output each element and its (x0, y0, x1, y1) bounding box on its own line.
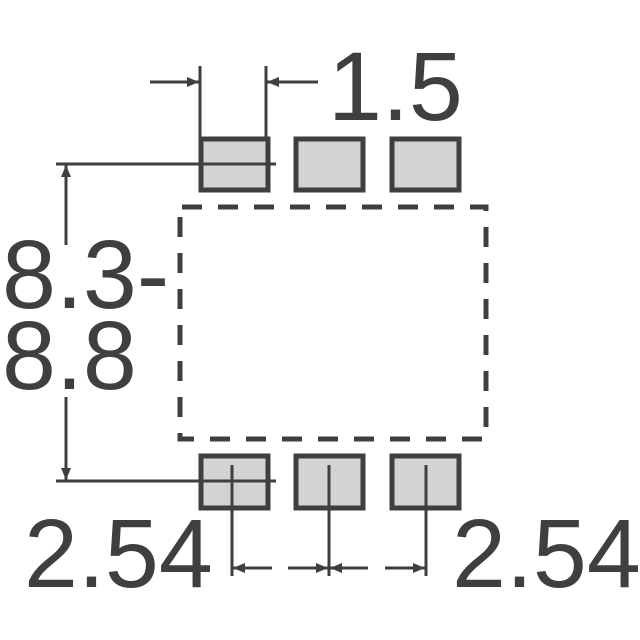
pitch-label-right: 2.54 (452, 499, 640, 608)
package-body-outline (177, 204, 489, 442)
pad-width-dimension (150, 66, 318, 137)
pad-3 (389, 136, 462, 193)
pitch-label-left: 2.54 (24, 499, 213, 608)
top-pad-row (198, 136, 462, 193)
row-span-label-line2: 8.8 (2, 301, 137, 410)
pitch-dimension (230, 465, 428, 576)
row-span-dimension (56, 162, 276, 483)
pad-2 (293, 136, 366, 193)
row-span-label-line1: 8.3- (2, 220, 169, 329)
pad-width-label: 1.5 (328, 32, 463, 141)
